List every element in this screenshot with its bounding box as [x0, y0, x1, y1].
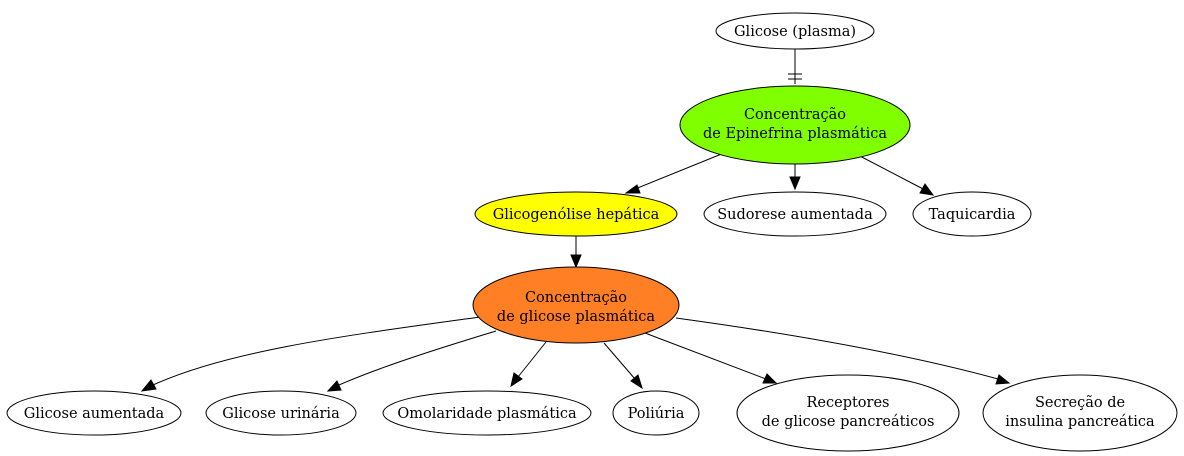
arrowhead — [624, 184, 641, 194]
edge-epinefrina-to-glicogenolise — [634, 152, 725, 190]
node-sudorese: Sudorese aumentada — [703, 191, 887, 237]
node-ellipse — [912, 191, 1032, 237]
node-secrecao: Secreção de insulina pancreática — [982, 374, 1178, 452]
arrowhead — [762, 373, 778, 384]
edges — [140, 48, 1011, 392]
node-ellipse — [679, 85, 911, 165]
node-glicose-aumentada: Glicose aumentada — [6, 390, 182, 436]
node-label-line2: insulina pancreática — [1005, 414, 1155, 430]
arrowhead — [510, 372, 523, 388]
arrowhead — [919, 183, 935, 196]
node-receptores: Receptores de glicose pancreáticos — [736, 374, 960, 452]
node-label-line1: Receptores — [807, 395, 890, 411]
arrowhead — [630, 374, 643, 390]
node-ellipse — [612, 390, 700, 436]
node-label-line2: de Epinefrina plasmática — [703, 126, 887, 142]
node-ellipse — [715, 12, 875, 50]
edge-to-secrecao — [675, 317, 999, 380]
arrowhead — [789, 176, 801, 191]
node-label: Glicose urinária — [222, 406, 340, 422]
edge-to-receptores — [644, 332, 767, 380]
node-label: Taquicardia — [929, 207, 1016, 223]
node-label-line1: Secreção de — [1035, 395, 1125, 411]
node-label-line1: Concentração — [525, 290, 627, 306]
node-label: Glicose (plasma) — [734, 24, 856, 40]
edge-to-poliuria — [603, 342, 636, 380]
node-poliuria: Poliúria — [612, 390, 700, 436]
node-label: Glicose aumentada — [24, 406, 165, 422]
node-ellipse — [205, 390, 357, 436]
node-label: Poliúria — [628, 406, 685, 422]
node-ellipse — [474, 191, 678, 237]
node-glicogenolise: Glicogenólise hepática — [474, 191, 678, 237]
node-label: Omolaridade plasmática — [397, 406, 577, 422]
arrowhead — [995, 374, 1011, 385]
node-ellipse — [6, 390, 182, 436]
node-taquicardia: Taquicardia — [912, 191, 1032, 237]
node-osmolaridade: Omolaridade plasmática — [382, 390, 592, 436]
node-ellipse — [472, 266, 680, 344]
arrowhead — [570, 254, 582, 269]
edge-to-glicose-urinaria — [338, 330, 497, 386]
node-glicose-plasmatica: Concentração de glicose plasmática — [472, 266, 680, 344]
node-ellipse — [382, 390, 592, 436]
node-label: Glicogenólise hepática — [493, 207, 660, 223]
node-ellipse — [982, 374, 1178, 452]
node-ellipse — [703, 191, 887, 237]
node-ellipse — [736, 374, 960, 452]
node-epinefrina: Concentração de Epinefrina plasmática — [679, 85, 911, 165]
edge-to-osmolaridade — [517, 341, 547, 378]
node-glicose-urinaria: Glicose urinária — [205, 390, 357, 436]
edge-to-glicose-aumentada — [152, 316, 481, 386]
node-label-line2: de glicose pancreáticos — [762, 414, 935, 430]
node-label: Sudorese aumentada — [717, 207, 873, 223]
node-label-line1: Concentração — [744, 107, 846, 123]
node-label-line2: de glicose plasmática — [497, 309, 655, 325]
edge-epinefrina-to-taquicardia — [855, 153, 926, 191]
node-glicose-plasma: Glicose (plasma) — [715, 12, 875, 50]
arrowhead — [140, 379, 157, 392]
arrowhead — [326, 380, 342, 392]
